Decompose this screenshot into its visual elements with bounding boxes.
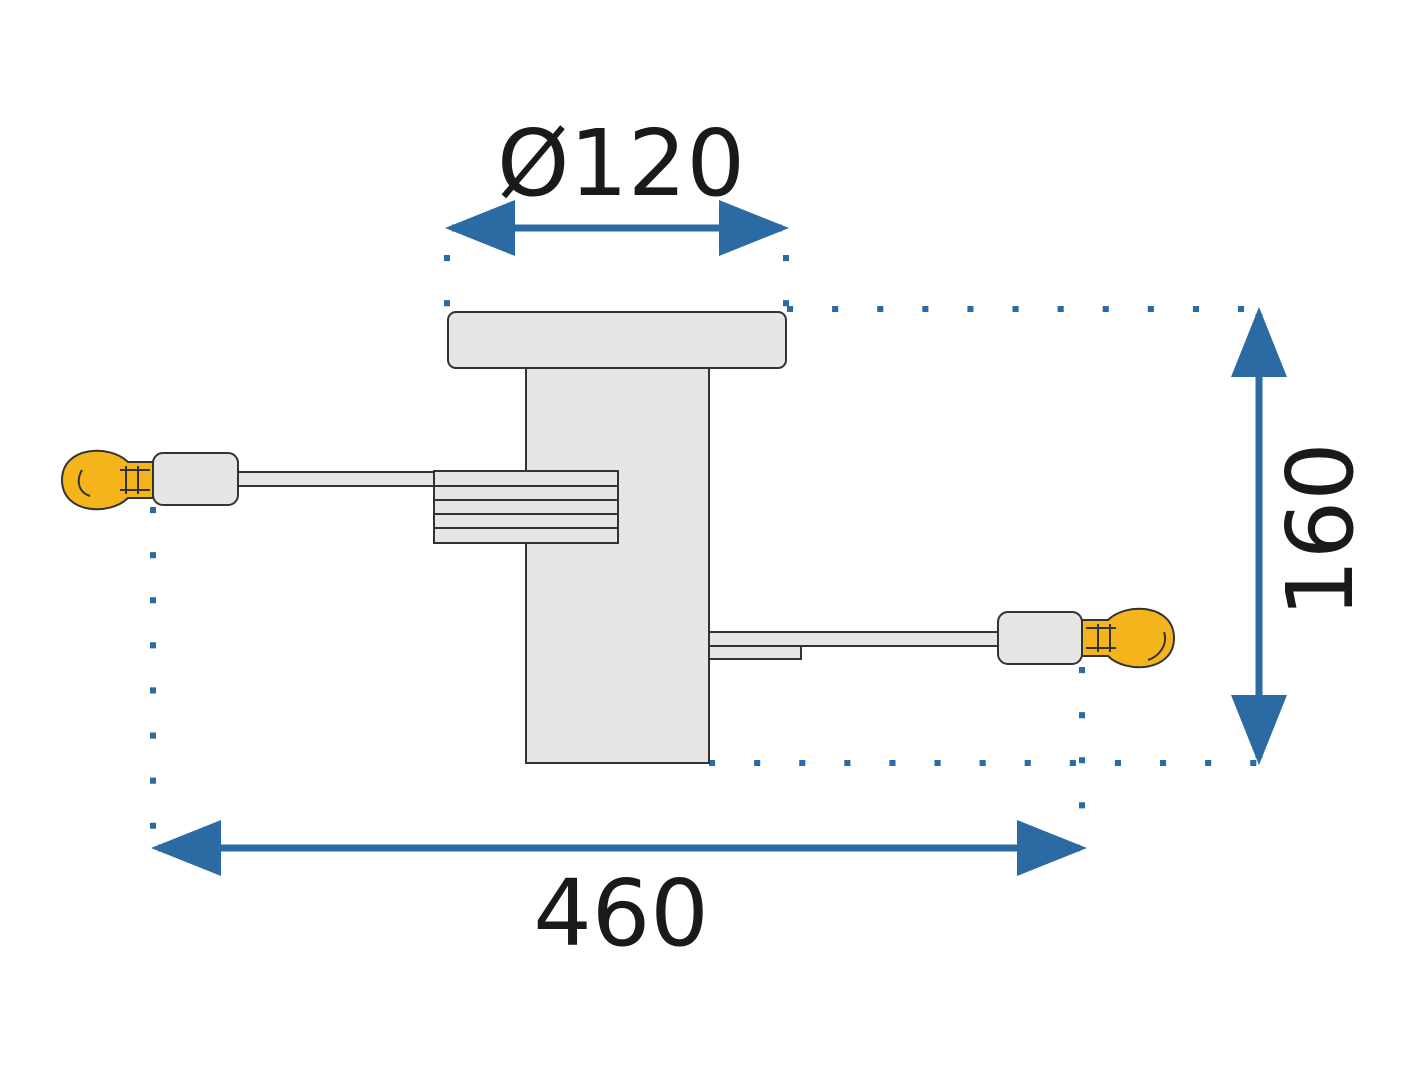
central-column <box>525 367 710 764</box>
ceiling-canopy <box>447 311 787 369</box>
left-arm-block <box>433 470 619 544</box>
diameter-label: Ø120 <box>497 110 745 217</box>
right-bulb-icon <box>1081 607 1176 669</box>
right-arm-rod <box>708 631 1000 647</box>
width-label: 460 <box>533 860 709 967</box>
guide-lines <box>150 255 1258 833</box>
height-label: 160 <box>1267 442 1374 618</box>
right-socket <box>997 611 1083 665</box>
left-arm-rod <box>235 471 435 487</box>
left-socket <box>152 452 239 506</box>
left-bulb-icon <box>60 449 154 511</box>
right-arm-block <box>708 644 802 660</box>
